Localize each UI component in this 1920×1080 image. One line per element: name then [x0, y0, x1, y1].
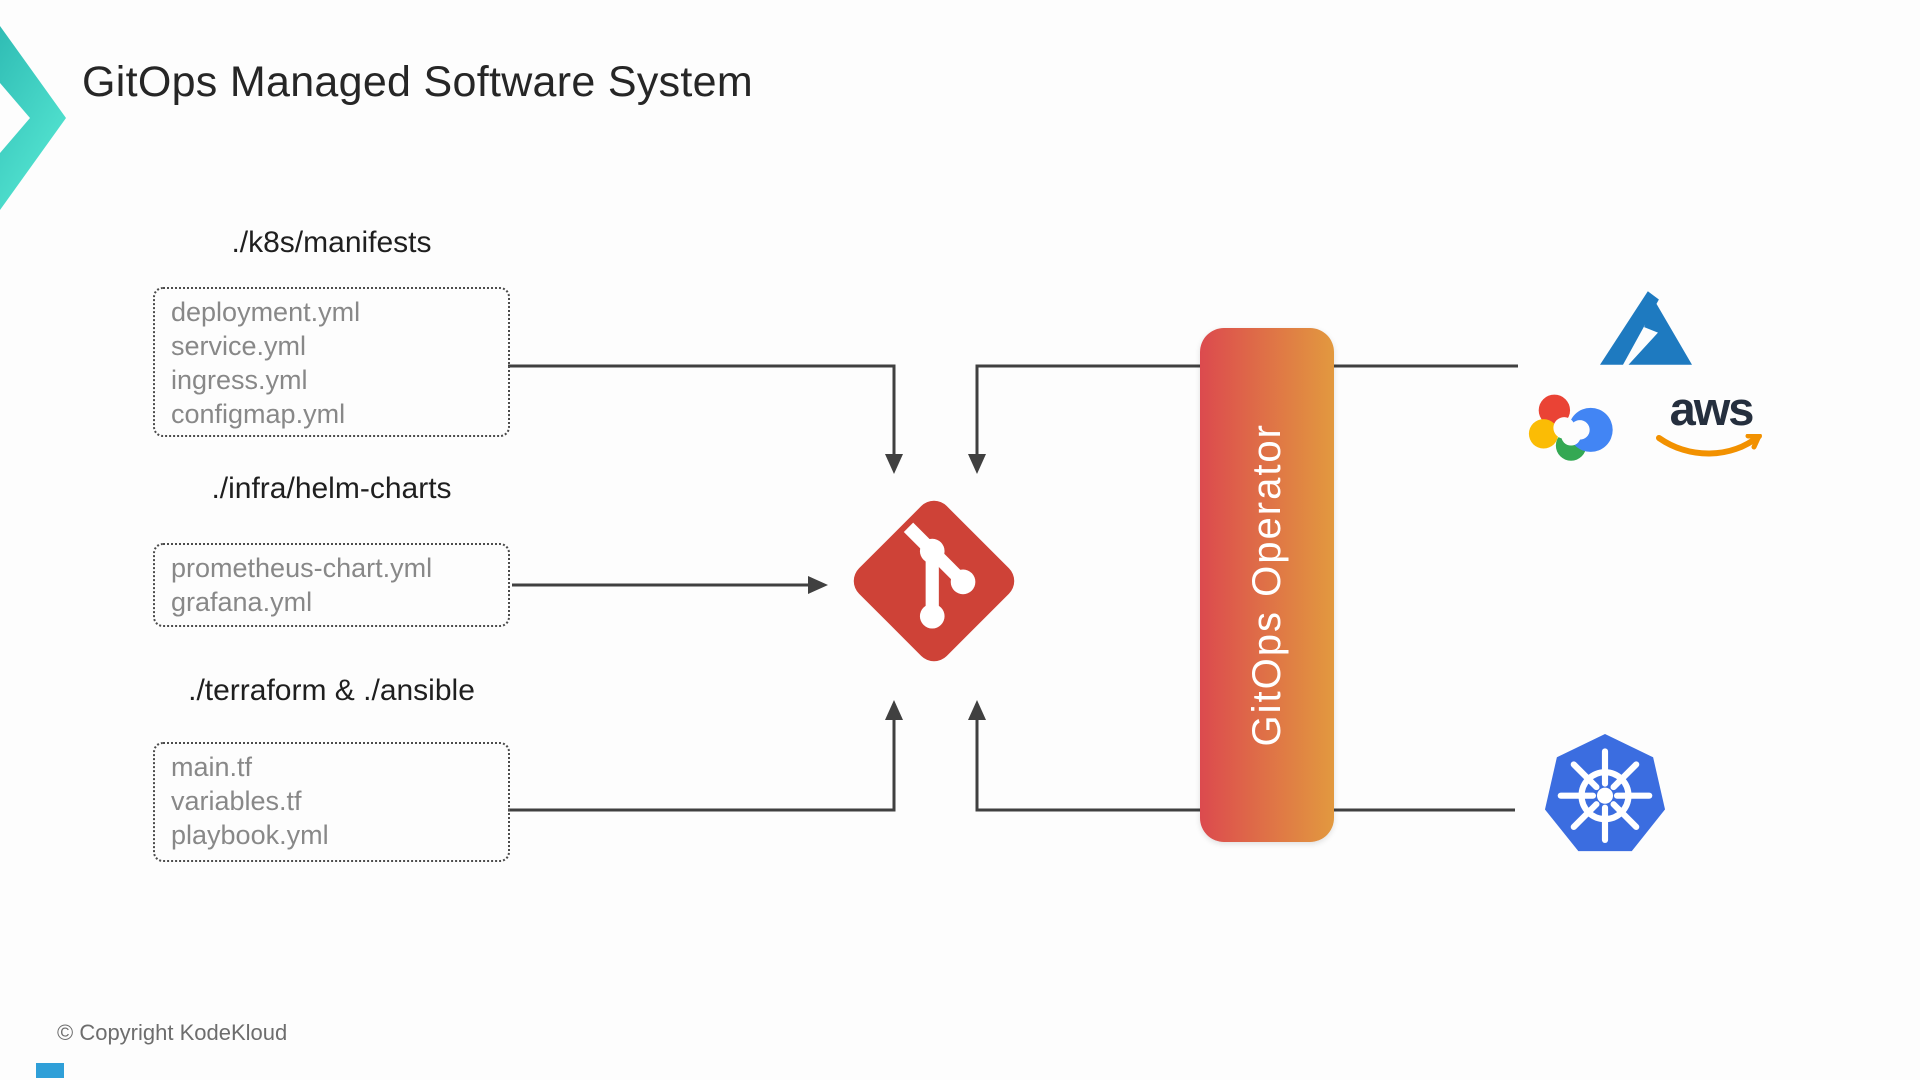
chevron-notch	[0, 83, 30, 153]
file-item: playbook.yml	[171, 820, 329, 850]
git-branch-glyph-icon	[903, 522, 976, 629]
file-item: grafana.yml	[171, 587, 313, 617]
k8s-wheel-hub	[1596, 787, 1614, 804]
file-item: deployment.yml	[171, 297, 361, 327]
chevron-accent-icon	[0, 26, 66, 210]
aws-smile-icon	[1656, 433, 1762, 457]
chevron-shape	[0, 26, 66, 210]
kubernetes-icon	[1544, 734, 1666, 852]
git-node-bottom	[919, 603, 945, 629]
azure-icon	[1600, 291, 1692, 365]
azure-left-band	[1600, 291, 1659, 365]
connector-manifests-to-git	[508, 364, 896, 458]
git-node-right	[950, 569, 976, 595]
arrowhead-up-icon	[885, 700, 903, 720]
aws-smile-arc	[1656, 433, 1762, 457]
git-node-top	[919, 538, 945, 564]
corner-accent	[36, 1063, 64, 1078]
file-item: variables.tf	[171, 786, 302, 816]
arrowhead-right-icon	[808, 576, 828, 594]
file-item: service.yml	[171, 331, 307, 361]
aws-icon: aws	[1652, 382, 1770, 464]
gitops-operator-label: GitOps Operator	[1244, 423, 1289, 747]
gcp-blue-lobe	[1568, 407, 1613, 452]
gcp-cloud-cutout	[1561, 425, 1581, 446]
aws-wordmark: aws	[1669, 382, 1755, 435]
gitops-operator-box: GitOps Operator	[1200, 328, 1334, 842]
azure-right-triangle	[1628, 298, 1692, 365]
file-item: main.tf	[171, 752, 253, 782]
aws-smile-arrowhead	[1745, 433, 1762, 450]
arrowhead-down-icon	[885, 454, 903, 474]
file-item: prometheus-chart.yml	[171, 553, 433, 583]
file-box-helm-charts: prometheus-chart.yml grafana.yml	[153, 543, 510, 627]
arrowhead-up-icon	[968, 700, 986, 720]
arrowhead-down-icon	[968, 454, 986, 474]
file-item: ingress.yml	[171, 365, 308, 395]
file-box-terraform-ansible: main.tf variables.tf playbook.yml	[153, 742, 510, 862]
google-cloud-icon	[1528, 394, 1613, 461]
section-heading-terraform-ansible: ./terraform & ./ansible	[188, 674, 475, 707]
gcp-yellow-lobe	[1528, 419, 1559, 449]
connector-operator-bottom-to-git	[975, 716, 1515, 812]
section-heading-helm-charts: ./infra/helm-charts	[211, 472, 452, 505]
page-title: GitOps Managed Software System	[82, 58, 754, 106]
connector-operator-top-to-git	[975, 364, 1518, 458]
copyright-text: © Copyright KodeKloud	[57, 1020, 288, 1045]
connector-terraform-to-git	[508, 716, 896, 812]
section-heading-k8s-manifests: ./k8s/manifests	[231, 226, 432, 259]
file-box-k8s-manifests: deployment.yml service.yml ingress.yml c…	[153, 287, 510, 437]
file-item: configmap.yml	[171, 399, 346, 429]
